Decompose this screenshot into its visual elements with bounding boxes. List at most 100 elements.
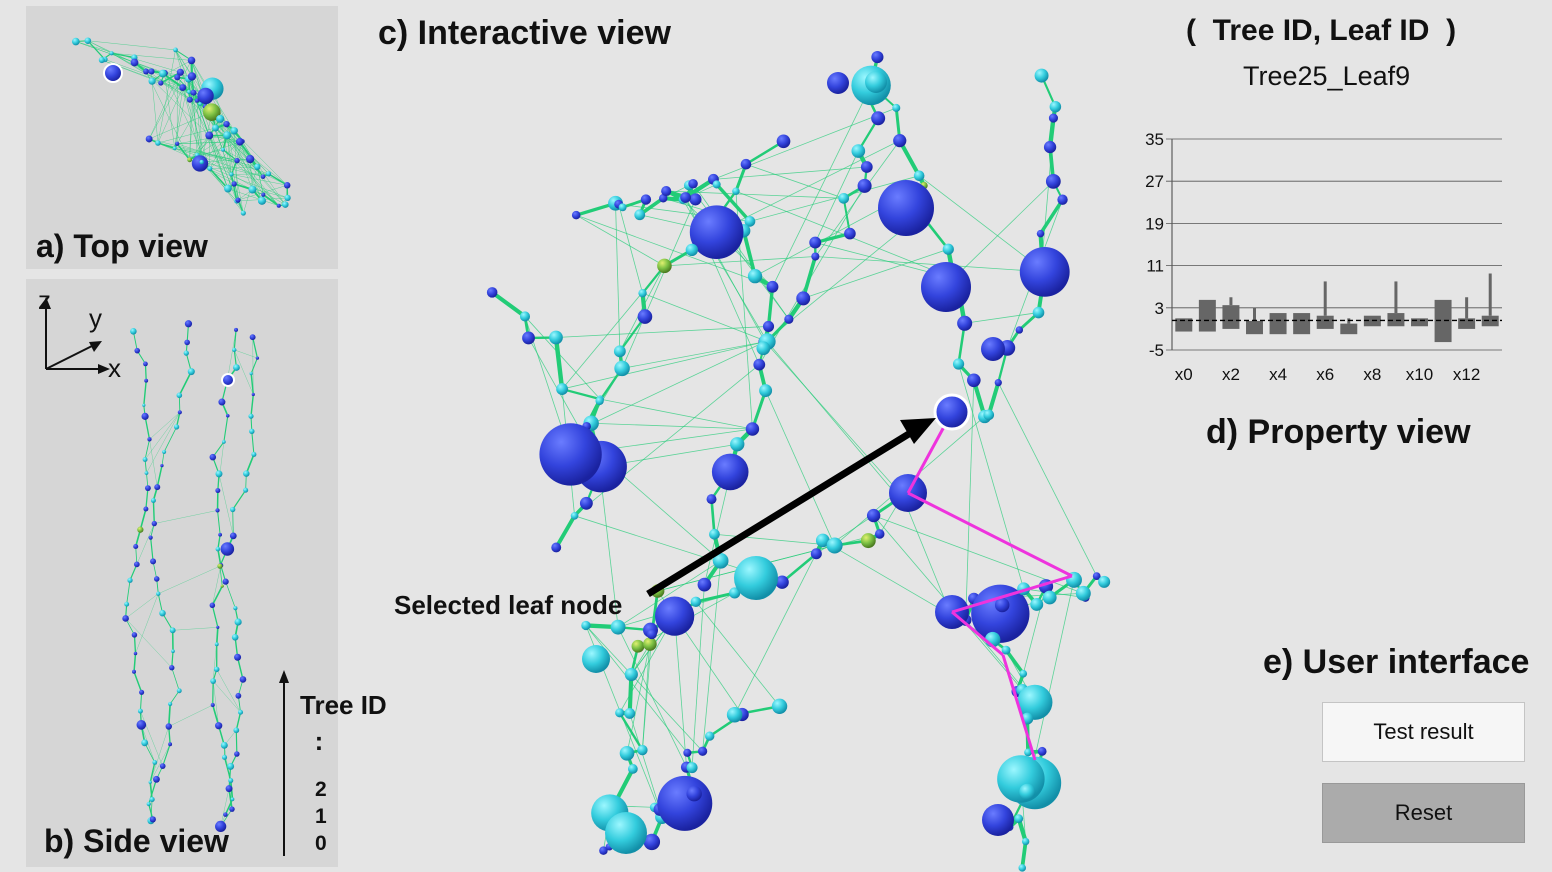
leaf-node[interactable]	[215, 488, 221, 494]
leaf-node[interactable]	[732, 187, 740, 195]
leaf-node[interactable]	[871, 51, 884, 64]
leaf-node[interactable]	[519, 311, 531, 322]
leaf-node[interactable]	[154, 484, 161, 491]
leaf-node[interactable]	[1037, 746, 1047, 756]
leaf-node[interactable]	[215, 470, 223, 478]
leaf-node[interactable]	[216, 625, 220, 629]
leaf-node[interactable]	[643, 833, 661, 851]
leaf-node[interactable]	[844, 227, 856, 240]
leaf-node[interactable]	[98, 57, 105, 64]
side-view-panel[interactable]: z y x b) Side view	[26, 279, 338, 867]
leaf-node[interactable]	[759, 384, 773, 398]
top-view-canvas[interactable]	[26, 6, 338, 269]
leaf-node[interactable]	[1048, 113, 1059, 123]
leaf-node[interactable]	[131, 632, 138, 638]
leaf-node[interactable]	[637, 309, 653, 324]
leaf-node[interactable]	[1019, 669, 1028, 678]
leaf-node[interactable]	[186, 89, 192, 95]
leaf-node[interactable]	[981, 337, 1005, 361]
leaf-node[interactable]	[221, 440, 226, 444]
leaf-node[interactable]	[756, 341, 771, 356]
leaf-node[interactable]	[149, 816, 156, 823]
leaf-node[interactable]	[866, 508, 881, 523]
leaf-node[interactable]	[148, 535, 153, 540]
leaf-node[interactable]	[149, 796, 155, 803]
leaf-node[interactable]	[190, 89, 197, 96]
leaf-node[interactable]	[148, 68, 155, 75]
leaf-node[interactable]	[982, 804, 1014, 836]
leaf-node[interactable]	[276, 203, 281, 208]
leaf-node[interactable]	[771, 698, 788, 714]
leaf-node[interactable]	[231, 633, 239, 641]
leaf-node[interactable]	[1057, 194, 1068, 205]
leaf-node[interactable]	[194, 98, 200, 103]
leaf-node[interactable]	[176, 68, 184, 76]
leaf-node[interactable]	[865, 71, 887, 93]
leaf-node[interactable]	[631, 639, 645, 653]
leaf-node[interactable]	[892, 103, 901, 112]
leaf-node[interactable]	[187, 72, 197, 81]
leaf-node[interactable]	[127, 577, 133, 583]
leaf-node[interactable]	[522, 331, 535, 345]
leaf-node[interactable]	[659, 194, 668, 203]
test-result-button[interactable]: Test result	[1322, 702, 1525, 762]
leaf-node[interactable]	[143, 68, 150, 75]
leaf-node[interactable]	[581, 620, 591, 631]
leaf-node[interactable]	[624, 667, 638, 681]
leaf-node[interactable]	[967, 373, 981, 388]
leaf-node[interactable]	[942, 243, 954, 255]
leaf-node[interactable]	[1024, 748, 1032, 757]
leaf-node[interactable]	[486, 287, 498, 298]
leaf-node[interactable]	[130, 328, 137, 335]
leaf-node[interactable]	[159, 69, 167, 78]
leaf-node[interactable]	[191, 155, 209, 172]
leaf-node[interactable]	[71, 37, 80, 46]
leaf-node[interactable]	[158, 80, 164, 86]
leaf-node[interactable]	[1043, 140, 1057, 154]
leaf-node[interactable]	[1030, 597, 1044, 611]
leaf-node[interactable]	[619, 745, 635, 761]
leaf-node[interactable]	[234, 618, 242, 626]
leaf-node[interactable]	[217, 563, 223, 569]
leaf-node[interactable]	[744, 216, 756, 227]
leaf-node[interactable]	[249, 371, 253, 376]
leaf-node[interactable]	[214, 642, 219, 647]
leaf-node[interactable]	[145, 135, 153, 143]
leaf-node[interactable]	[179, 84, 187, 91]
leaf-node[interactable]	[223, 131, 232, 140]
leaf-node[interactable]	[172, 146, 177, 151]
leaf-node[interactable]	[784, 314, 794, 324]
leaf-node[interactable]	[776, 134, 791, 149]
leaf-node[interactable]	[709, 528, 720, 540]
leaf-node[interactable]	[232, 347, 237, 353]
leaf-node[interactable]	[618, 203, 627, 212]
leaf-node[interactable]	[218, 398, 226, 406]
leaf-node[interactable]	[177, 410, 182, 415]
leaf-node[interactable]	[686, 762, 698, 774]
leaf-node[interactable]	[215, 820, 227, 833]
leaf-node[interactable]	[706, 494, 717, 505]
leaf-node[interactable]	[255, 356, 260, 360]
leaf-node[interactable]	[169, 627, 176, 634]
leaf-node[interactable]	[173, 47, 178, 53]
leaf-node[interactable]	[235, 197, 241, 203]
leaf-node[interactable]	[134, 347, 141, 354]
leaf-node[interactable]	[153, 775, 160, 783]
leaf-node[interactable]	[579, 496, 593, 510]
leaf-node[interactable]	[1015, 326, 1024, 334]
leaf-node[interactable]	[921, 262, 971, 312]
leaf-node[interactable]	[1042, 590, 1057, 605]
leaf-node[interactable]	[187, 56, 196, 65]
leaf-node[interactable]	[766, 280, 779, 293]
leaf-node[interactable]	[142, 457, 148, 462]
leaf-node[interactable]	[209, 602, 216, 609]
leaf-node[interactable]	[248, 413, 254, 419]
leaf-node[interactable]	[160, 463, 164, 468]
leaf-node[interactable]	[215, 508, 220, 513]
leaf-node[interactable]	[150, 497, 156, 503]
leaf-node[interactable]	[210, 702, 215, 708]
leaf-node[interactable]	[624, 708, 636, 719]
leaf-node[interactable]	[143, 361, 148, 367]
leaf-node[interactable]	[1032, 306, 1045, 319]
